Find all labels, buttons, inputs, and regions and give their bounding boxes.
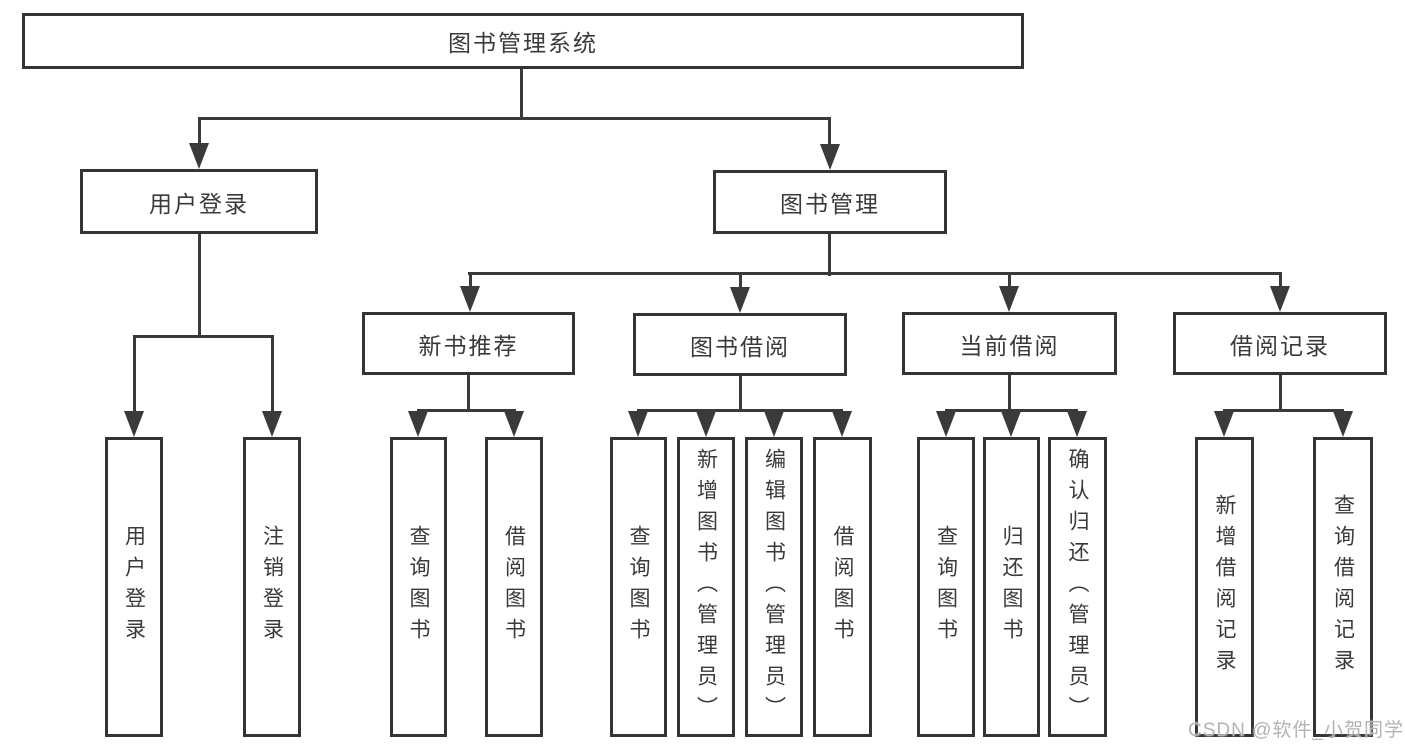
arrow-down-icon (1333, 411, 1353, 437)
arrow-down-icon (820, 144, 840, 170)
arrow-down-icon (936, 411, 956, 437)
leaf-confirm-return-admin: 确认归还（管理员） (1048, 437, 1107, 737)
leaf-borrow-books-recommend: 借阅图书 (485, 437, 543, 737)
connector-user-login-bar (133, 335, 274, 338)
node-library-management-system: 图书管理系统 (22, 13, 1024, 69)
connector-drop-user-login (198, 117, 201, 145)
arrow-down-icon (1001, 411, 1021, 437)
leaf-query-borrow-record: 查询借阅记录 (1313, 437, 1373, 737)
arrow-down-icon (262, 411, 282, 437)
connector-drop-borrowing-records (1279, 272, 1282, 288)
arrow-down-icon (730, 287, 750, 313)
node-new-book-recommendation: 新书推荐 (362, 312, 575, 375)
connector-new-book-stem (467, 375, 470, 412)
leaf-user-login: 用户登录 (105, 437, 163, 737)
arrow-down-icon (696, 411, 716, 437)
watermark: CSDN @软件_小贺同学 (1188, 720, 1404, 741)
arrow-down-icon (460, 286, 480, 312)
leaf-query-books-borrow: 查询图书 (610, 437, 667, 737)
connector-current-borrowing-bar (945, 409, 1078, 412)
node-borrowing-records: 借阅记录 (1173, 312, 1387, 375)
arrow-down-icon (124, 411, 144, 437)
arrow-down-icon (1067, 411, 1087, 437)
node-user-login: 用户登录 (80, 169, 318, 234)
arrow-down-icon (1214, 411, 1234, 437)
leaf-borrow-books-borrow: 借阅图书 (813, 437, 872, 737)
connector-book-management-bar (468, 272, 1282, 275)
arrow-down-icon (764, 411, 784, 437)
arrow-down-icon (999, 286, 1019, 312)
connector-book-borrowing-stem (739, 376, 742, 412)
connector-drop-book-management (828, 117, 831, 146)
node-current-borrowing: 当前借阅 (902, 312, 1117, 375)
connector-drop-new-book (469, 272, 472, 288)
connector-book-borrowing-bar (637, 409, 843, 412)
leaf-add-book-admin: 新增图书（管理员） (677, 437, 735, 737)
connector-root-stem (520, 69, 523, 119)
connector-book-management-stem (828, 234, 831, 276)
arrow-down-icon (504, 411, 524, 437)
leaf-query-books-current: 查询图书 (917, 437, 975, 737)
connector-user-login-stem (198, 234, 201, 338)
leaf-return-books: 归还图书 (983, 437, 1040, 737)
connector-drop-leaf-logout (271, 335, 274, 413)
arrow-down-icon (628, 411, 648, 437)
leaf-edit-book-admin: 编辑图书（管理员） (745, 437, 803, 737)
connector-new-book-bar (417, 409, 516, 412)
leaf-query-books-recommend: 查询图书 (390, 437, 447, 737)
leaf-logout: 注销登录 (243, 437, 301, 737)
connector-drop-current-borrowing (1008, 272, 1011, 288)
connector-current-borrowing-stem (1008, 375, 1011, 412)
arrow-down-icon (1270, 286, 1290, 312)
node-book-borrowing: 图书借阅 (633, 313, 847, 376)
leaf-add-borrow-record: 新增借阅记录 (1195, 437, 1254, 737)
node-book-management: 图书管理 (713, 170, 947, 234)
connector-borrowing-records-bar (1223, 409, 1344, 412)
connector-borrowing-records-stem (1279, 375, 1282, 412)
arrow-down-icon (408, 411, 428, 437)
arrow-down-icon (832, 411, 852, 437)
connector-drop-leaf-user-login (133, 335, 136, 413)
connector-root-bar (198, 117, 831, 120)
arrow-down-icon (189, 143, 209, 169)
connector-drop-book-borrowing (739, 272, 742, 289)
